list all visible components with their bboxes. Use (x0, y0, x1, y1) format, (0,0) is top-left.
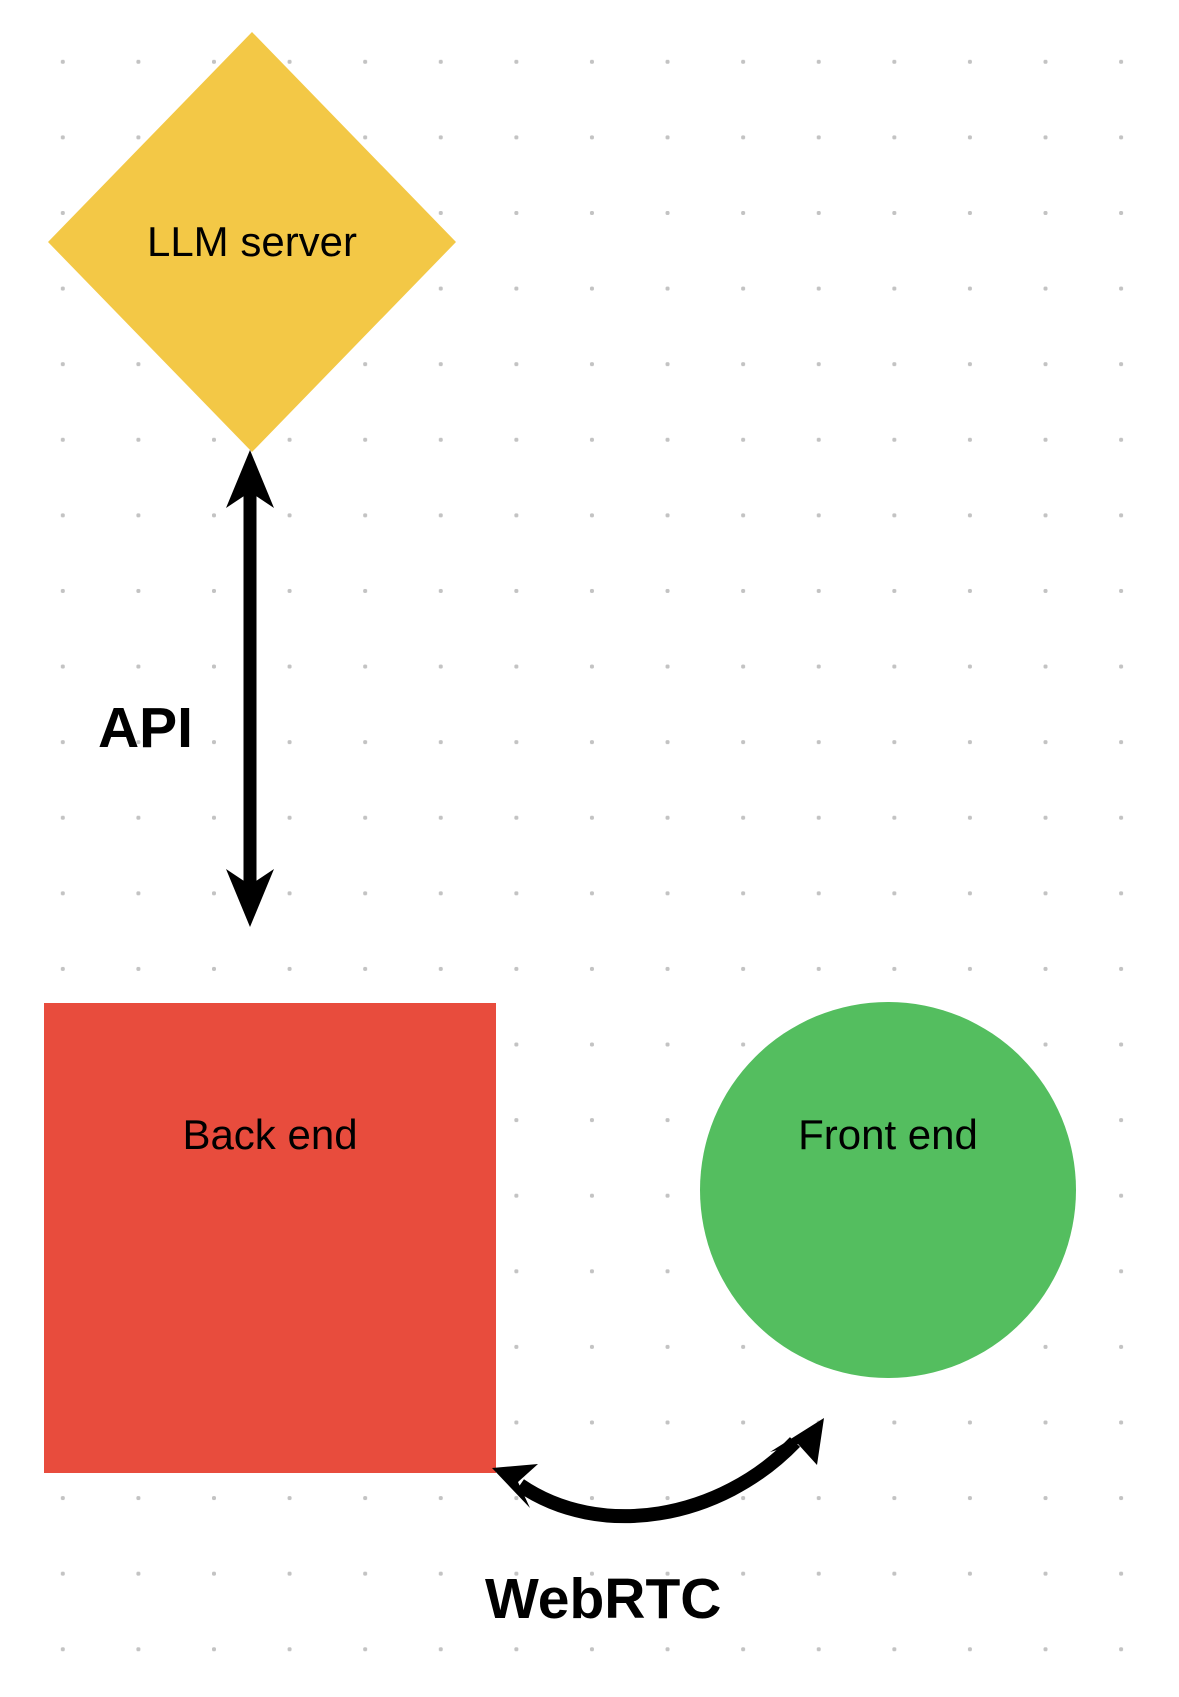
edge-webrtc-arrow[interactable] (492, 1418, 824, 1524)
node-front-end[interactable] (700, 1002, 1076, 1378)
node-back-end[interactable] (44, 1003, 496, 1473)
edge-webrtc-curve (516, 1437, 801, 1524)
edge-api-arrow[interactable] (226, 450, 274, 927)
edge-webrtc-arrowhead-right (770, 1418, 824, 1465)
edge-api-arrowhead-up (226, 450, 274, 508)
node-llm-server[interactable] (48, 32, 456, 452)
edge-webrtc-arrowhead-left (492, 1464, 538, 1508)
edge-api-arrowhead-down (226, 869, 274, 927)
